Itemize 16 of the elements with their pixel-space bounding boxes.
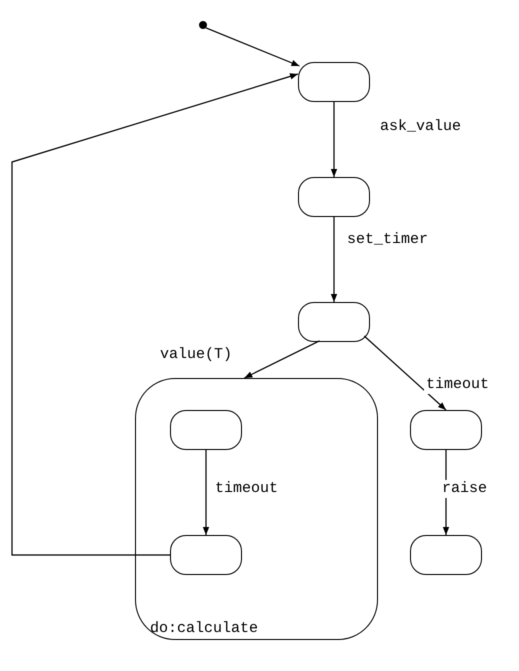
state-box (410, 535, 482, 575)
transition-arrow (244, 340, 320, 379)
state-box (170, 410, 242, 450)
state-name: do:calculate (150, 620, 258, 637)
state-box (410, 410, 482, 450)
state-box (298, 177, 370, 217)
state-box (298, 62, 370, 102)
transition-arrow (11, 73, 298, 556)
transition-arrow (202, 450, 210, 535)
transition-arrow (206, 27, 300, 67)
state-box (170, 534, 242, 575)
initial-state-dot (199, 21, 207, 29)
state-box (298, 302, 370, 342)
transition-arrow (330, 102, 338, 177)
transition-arrow (330, 217, 338, 302)
transition-arrow (364, 336, 446, 410)
